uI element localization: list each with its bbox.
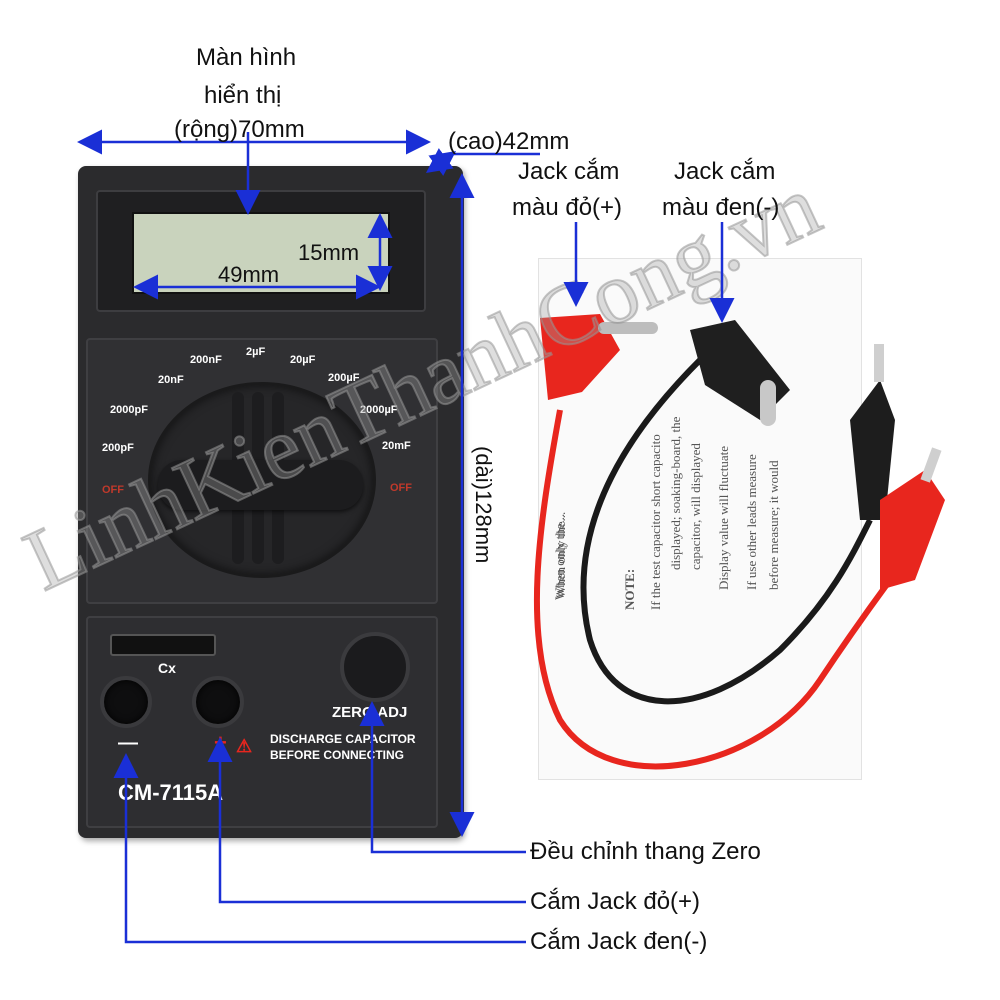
width-label: (rộng)70mm [174, 116, 305, 143]
screen-height-label: 15mm [298, 240, 360, 265]
height-label: (cao)42mm [448, 128, 570, 155]
capacitor-slot[interactable] [110, 634, 216, 656]
knob-pointer-bar [158, 460, 363, 510]
range-label: 2000µF [360, 404, 398, 416]
red-jack-title-line1: Jack cắm [518, 158, 620, 185]
red-jack-socket[interactable] [192, 676, 244, 728]
screen-width-label: 49mm [218, 262, 280, 287]
cx-label: Cx [158, 660, 176, 676]
range-label: 200µF [328, 372, 360, 384]
red-plug-pin [598, 322, 658, 334]
black-clip [850, 380, 895, 520]
zero-adjust-knob[interactable] [340, 632, 410, 702]
plug-black-caption: Cắm Jack đen(-) [530, 928, 708, 955]
range-label: 20nF [158, 374, 184, 386]
minus-sign: — [118, 732, 138, 754]
red-clip [880, 470, 945, 590]
display-title-line1: Màn hình [196, 44, 297, 71]
discharge-warning-line1: DISCHARGE CAPACITOR [270, 732, 416, 746]
black-wire [580, 357, 873, 705]
range-label: 2000pF [110, 404, 148, 416]
red-wire [533, 409, 908, 770]
off-label-right: OFF [390, 482, 412, 494]
red-plug [540, 314, 620, 400]
red-jack-title-line2: màu đỏ(+) [512, 194, 623, 221]
range-label: 200pF [102, 442, 134, 454]
zero-adjust-caption: Đều chỉnh thang Zero [530, 838, 761, 865]
range-label: 200nF [190, 354, 222, 366]
black-jack-socket[interactable] [100, 676, 152, 728]
model-label: CM-7115A [118, 780, 224, 805]
display-title-line2: hiển thị [204, 82, 282, 109]
range-label: 20µF [290, 354, 316, 366]
black-clip-tip [874, 344, 884, 382]
warning-icon: ⚠ [236, 736, 253, 756]
length-label: (dài)128mm [471, 446, 496, 564]
black-jack-title-line2: màu đen(-) [662, 194, 780, 221]
red-clip-tip [920, 447, 942, 483]
black-jack-title-line1: Jack cắm [674, 158, 776, 185]
range-label: 2µF [246, 346, 266, 358]
range-label: 20mF [382, 440, 411, 452]
black-plug-pin [760, 380, 776, 426]
off-label-left: OFF [102, 484, 124, 496]
discharge-warning-line2: BEFORE CONNECTING [270, 748, 405, 762]
plug-red-caption: Cắm Jack đỏ(+) [530, 888, 701, 915]
